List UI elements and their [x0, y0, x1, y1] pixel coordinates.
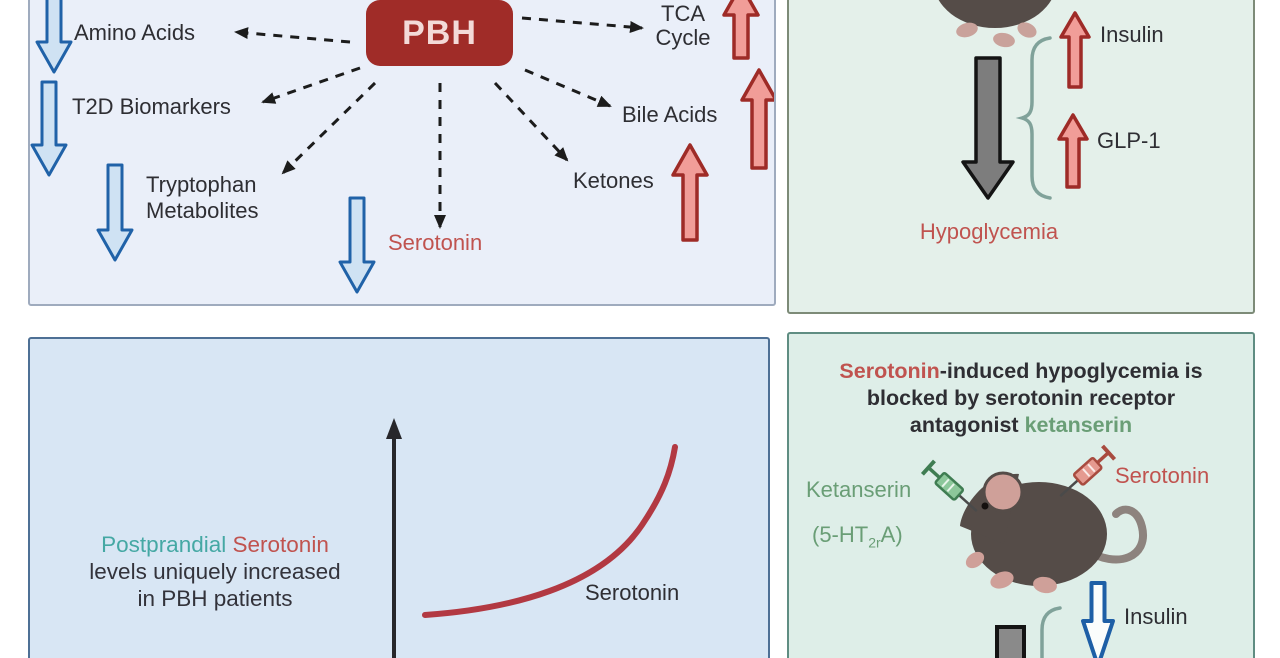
receptor-close: A): [880, 522, 903, 547]
curly-brace-partial-icon: [1040, 606, 1062, 658]
dashed-arrow-tryptophan: [281, 81, 377, 175]
down-arrow-t2d-icon: [30, 80, 68, 177]
panel-ketanserin: Serotonin-induced hypoglycemia is blocke…: [787, 332, 1255, 658]
mouse-foot: [993, 32, 1015, 48]
axis-arrowhead-icon: [386, 418, 402, 439]
dashed-arrow-amino-acids: [234, 27, 351, 44]
serotonin-label: Serotonin: [388, 230, 483, 255]
mouse-illustration: [960, 471, 1147, 594]
tca-label-line2: Cycle: [655, 25, 711, 50]
caption-line2: levels uniquely increased: [89, 559, 341, 584]
gray-down-arrow-partial-icon: [995, 625, 1026, 658]
caption-serotonin: Serotonin: [232, 532, 329, 557]
panel-hypoglycemia: Insulin GLP-1 Hypoglycemia: [787, 0, 1255, 314]
title-line2: blocked by serotonin receptor: [866, 386, 1176, 410]
ketanserin-title: Serotonin-induced hypoglycemia is blocke…: [799, 358, 1243, 439]
tca-label-line1: TCA: [661, 1, 705, 26]
mouse-paw: [965, 551, 985, 569]
title-ketanserin: ketanserin: [1024, 413, 1133, 437]
title-serotonin: Serotonin: [839, 359, 940, 383]
ketones-label: Ketones: [573, 168, 654, 193]
serotonin-syringe-icon: [1059, 444, 1117, 498]
chart-graphics: [386, 418, 678, 658]
dashed-arrows-group: [234, 16, 644, 229]
down-arrow-amino-acids-icon: [35, 0, 73, 74]
title-antagonist: antagonist: [909, 413, 1019, 437]
curly-brace-icon: [1015, 36, 1052, 200]
pbh-hub-label: PBH: [402, 13, 477, 52]
down-arrow-tryptophan-icon: [96, 163, 134, 262]
up-arrow-insulin-icon: [1059, 11, 1091, 89]
pbh-hub-box: PBH: [366, 0, 513, 66]
chart-caption: Postprandial Serotonin levels uniquely i…: [60, 531, 370, 612]
dashed-arrow-t2d: [261, 66, 361, 104]
receptor-label: (5-HT2rA): [812, 522, 903, 555]
panel-pbh-effects: PBH Amino Acids T2D Biomarkers Tryptopha…: [28, 0, 776, 306]
mouse-tail: [1080, 505, 1147, 564]
mouse-foot: [990, 571, 1014, 589]
dashed-arrow-ketones: [493, 81, 569, 162]
caption-postprandial: Postprandial: [101, 532, 227, 557]
hypoglycemia-graphics: [938, 0, 1091, 200]
insulin-decrease-label: Insulin: [1124, 604, 1188, 629]
receptor-subscript: 2r: [868, 534, 881, 551]
decrease-arrows-group: [30, 0, 376, 294]
mouse-foot: [1017, 22, 1037, 38]
mouse-ear: [982, 471, 1024, 513]
receptor-open: (5-HT: [812, 522, 869, 547]
dashed-arrow-tca: [521, 16, 644, 33]
t2d-biomarkers-label: T2D Biomarkers: [72, 94, 231, 119]
bile-acids-label: Bile Acids: [622, 102, 718, 127]
up-arrow-ketones-icon: [671, 143, 709, 242]
glp1-label: GLP-1: [1097, 128, 1161, 153]
caption-line3: in PBH patients: [137, 586, 293, 611]
gray-down-arrow-icon: [961, 56, 1015, 200]
mouse-foot: [1033, 576, 1057, 594]
amino-acids-label: Amino Acids: [74, 20, 196, 45]
up-arrow-bile-acids-icon: [740, 68, 774, 170]
hypoglycemia-label: Hypoglycemia: [919, 219, 1059, 244]
mouse-foot: [956, 22, 978, 38]
ketanserin-drug-label: Ketanserin: [806, 477, 912, 502]
insulin-label: Insulin: [1100, 22, 1164, 47]
effects-graphics: [30, 0, 774, 294]
ketanserin-syringe-icon: [920, 459, 978, 513]
down-arrow-serotonin-icon: [338, 196, 376, 294]
tryptophan-label-line1: Tryptophan: [146, 172, 257, 197]
down-arrow-insulin-icon: [1081, 581, 1115, 658]
increase-arrows-group: [671, 0, 774, 242]
mouse-eye: [981, 502, 989, 510]
curve-label: Serotonin: [585, 580, 680, 605]
title-rest1: -induced hypoglycemia is: [939, 359, 1203, 383]
dashed-arrow-bile-acids: [524, 68, 612, 108]
up-arrow-tca-icon: [722, 0, 760, 60]
ketanserin-graphics: [920, 444, 1147, 658]
mouse-illustration: [938, 0, 1052, 48]
tryptophan-label-line2: Metabolites: [146, 198, 259, 223]
mouse-body: [938, 0, 1052, 28]
serotonin-curve: [422, 444, 678, 618]
up-arrow-glp1-icon: [1057, 113, 1089, 189]
serotonin-injection-label: Serotonin: [1115, 463, 1210, 488]
panel-serotonin-chart: Postprandial Serotonin levels uniquely i…: [28, 337, 770, 658]
